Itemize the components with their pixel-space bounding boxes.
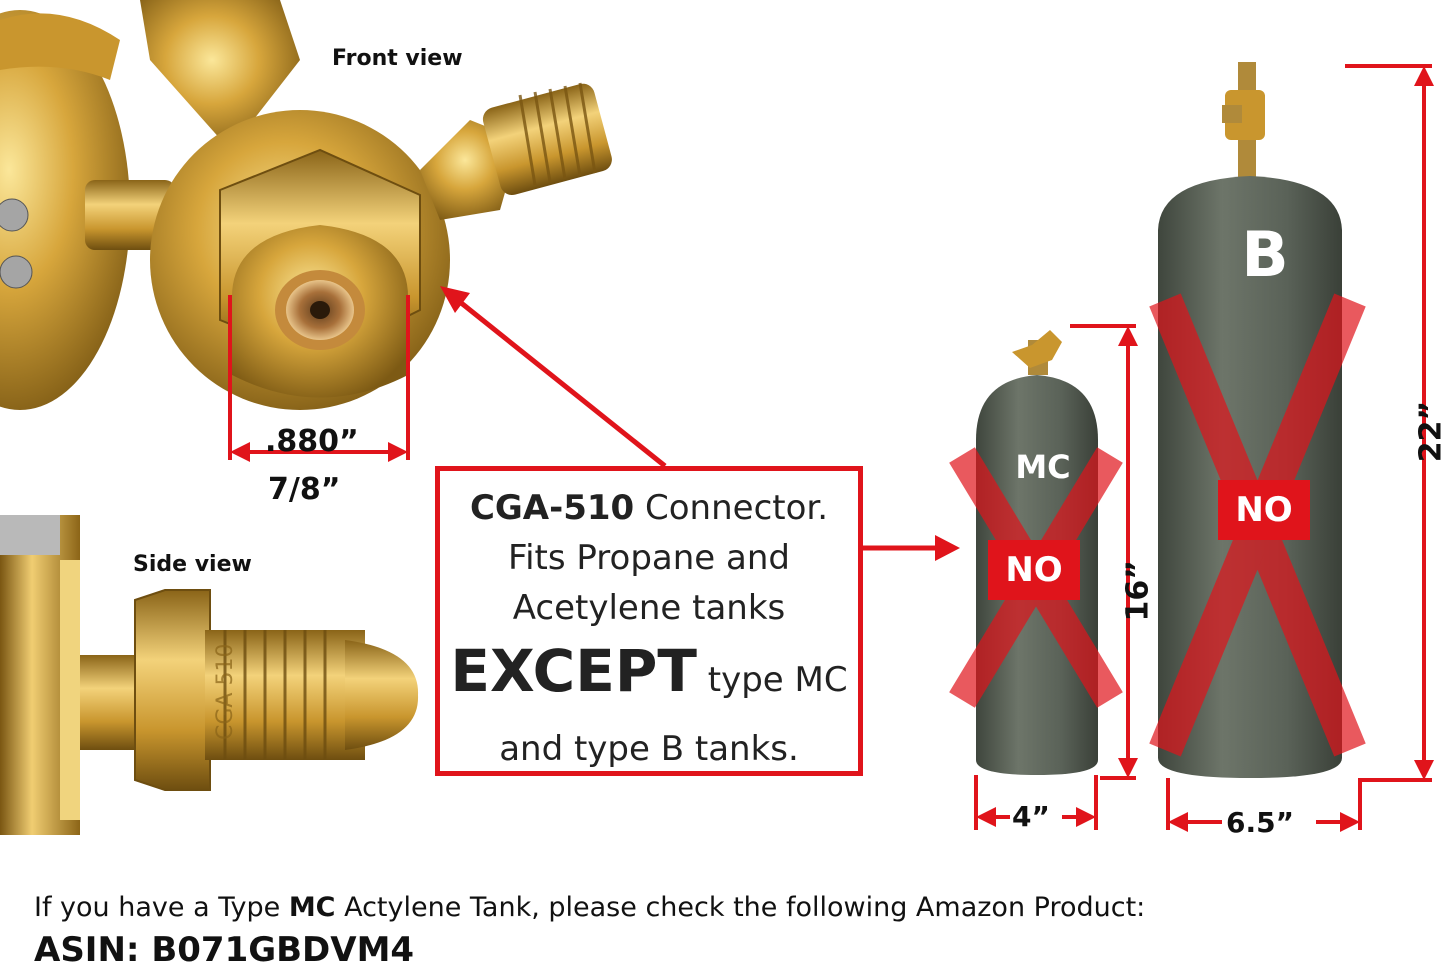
regulator-front-photo — [0, 0, 615, 410]
callout-type-mc: type MC — [697, 660, 848, 700]
tank-b-letter: B — [1222, 218, 1308, 291]
tank-b-width: 6.5” — [1226, 806, 1294, 839]
callout-line-5: and type B tanks. — [440, 724, 858, 774]
tank-mc-no-badge: NO — [988, 540, 1080, 600]
connector-dim-fraction: 7/8” — [268, 472, 340, 507]
footer-note-pre: If you have a Type — [34, 892, 289, 923]
tank-b-height: 22” — [1414, 397, 1445, 467]
side-view-label: Side view — [133, 552, 252, 577]
tank-arrow — [863, 535, 960, 561]
tank-mc-letter: MC — [1000, 448, 1086, 486]
callout-arrow — [440, 286, 665, 466]
side-engraving: CGA 510 — [213, 644, 238, 740]
tank-b-no-badge: NO — [1218, 480, 1310, 540]
footer-note: If you have a Type MC Actylene Tank, ple… — [34, 892, 1145, 923]
front-view-label: Front view — [332, 46, 463, 71]
callout-line-4: EXCEPT type MC — [440, 633, 858, 724]
tank-mc-width: 4” — [1012, 800, 1050, 833]
footer-note-post: Actylene Tank, please check the followin… — [336, 892, 1146, 923]
footer-asin: ASIN: B071GBDVM4 — [34, 930, 414, 970]
callout-line-2: Fits Propane and — [440, 533, 858, 583]
tank-mc-height: 16” — [1121, 562, 1156, 622]
callout-except: EXCEPT — [450, 637, 697, 705]
callout-cga-code: CGA-510 — [470, 488, 634, 528]
footer-note-type: MC — [289, 892, 336, 923]
connector-dim-decimal: .880” — [265, 424, 359, 459]
callout-line-1: CGA-510 Connector. — [440, 483, 858, 533]
connector-callout-box: CGA-510 Connector. Fits Propane and Acet… — [435, 466, 863, 776]
callout-line-3: Acetylene tanks — [440, 583, 858, 633]
callout-connector-text: Connector. — [634, 488, 828, 528]
